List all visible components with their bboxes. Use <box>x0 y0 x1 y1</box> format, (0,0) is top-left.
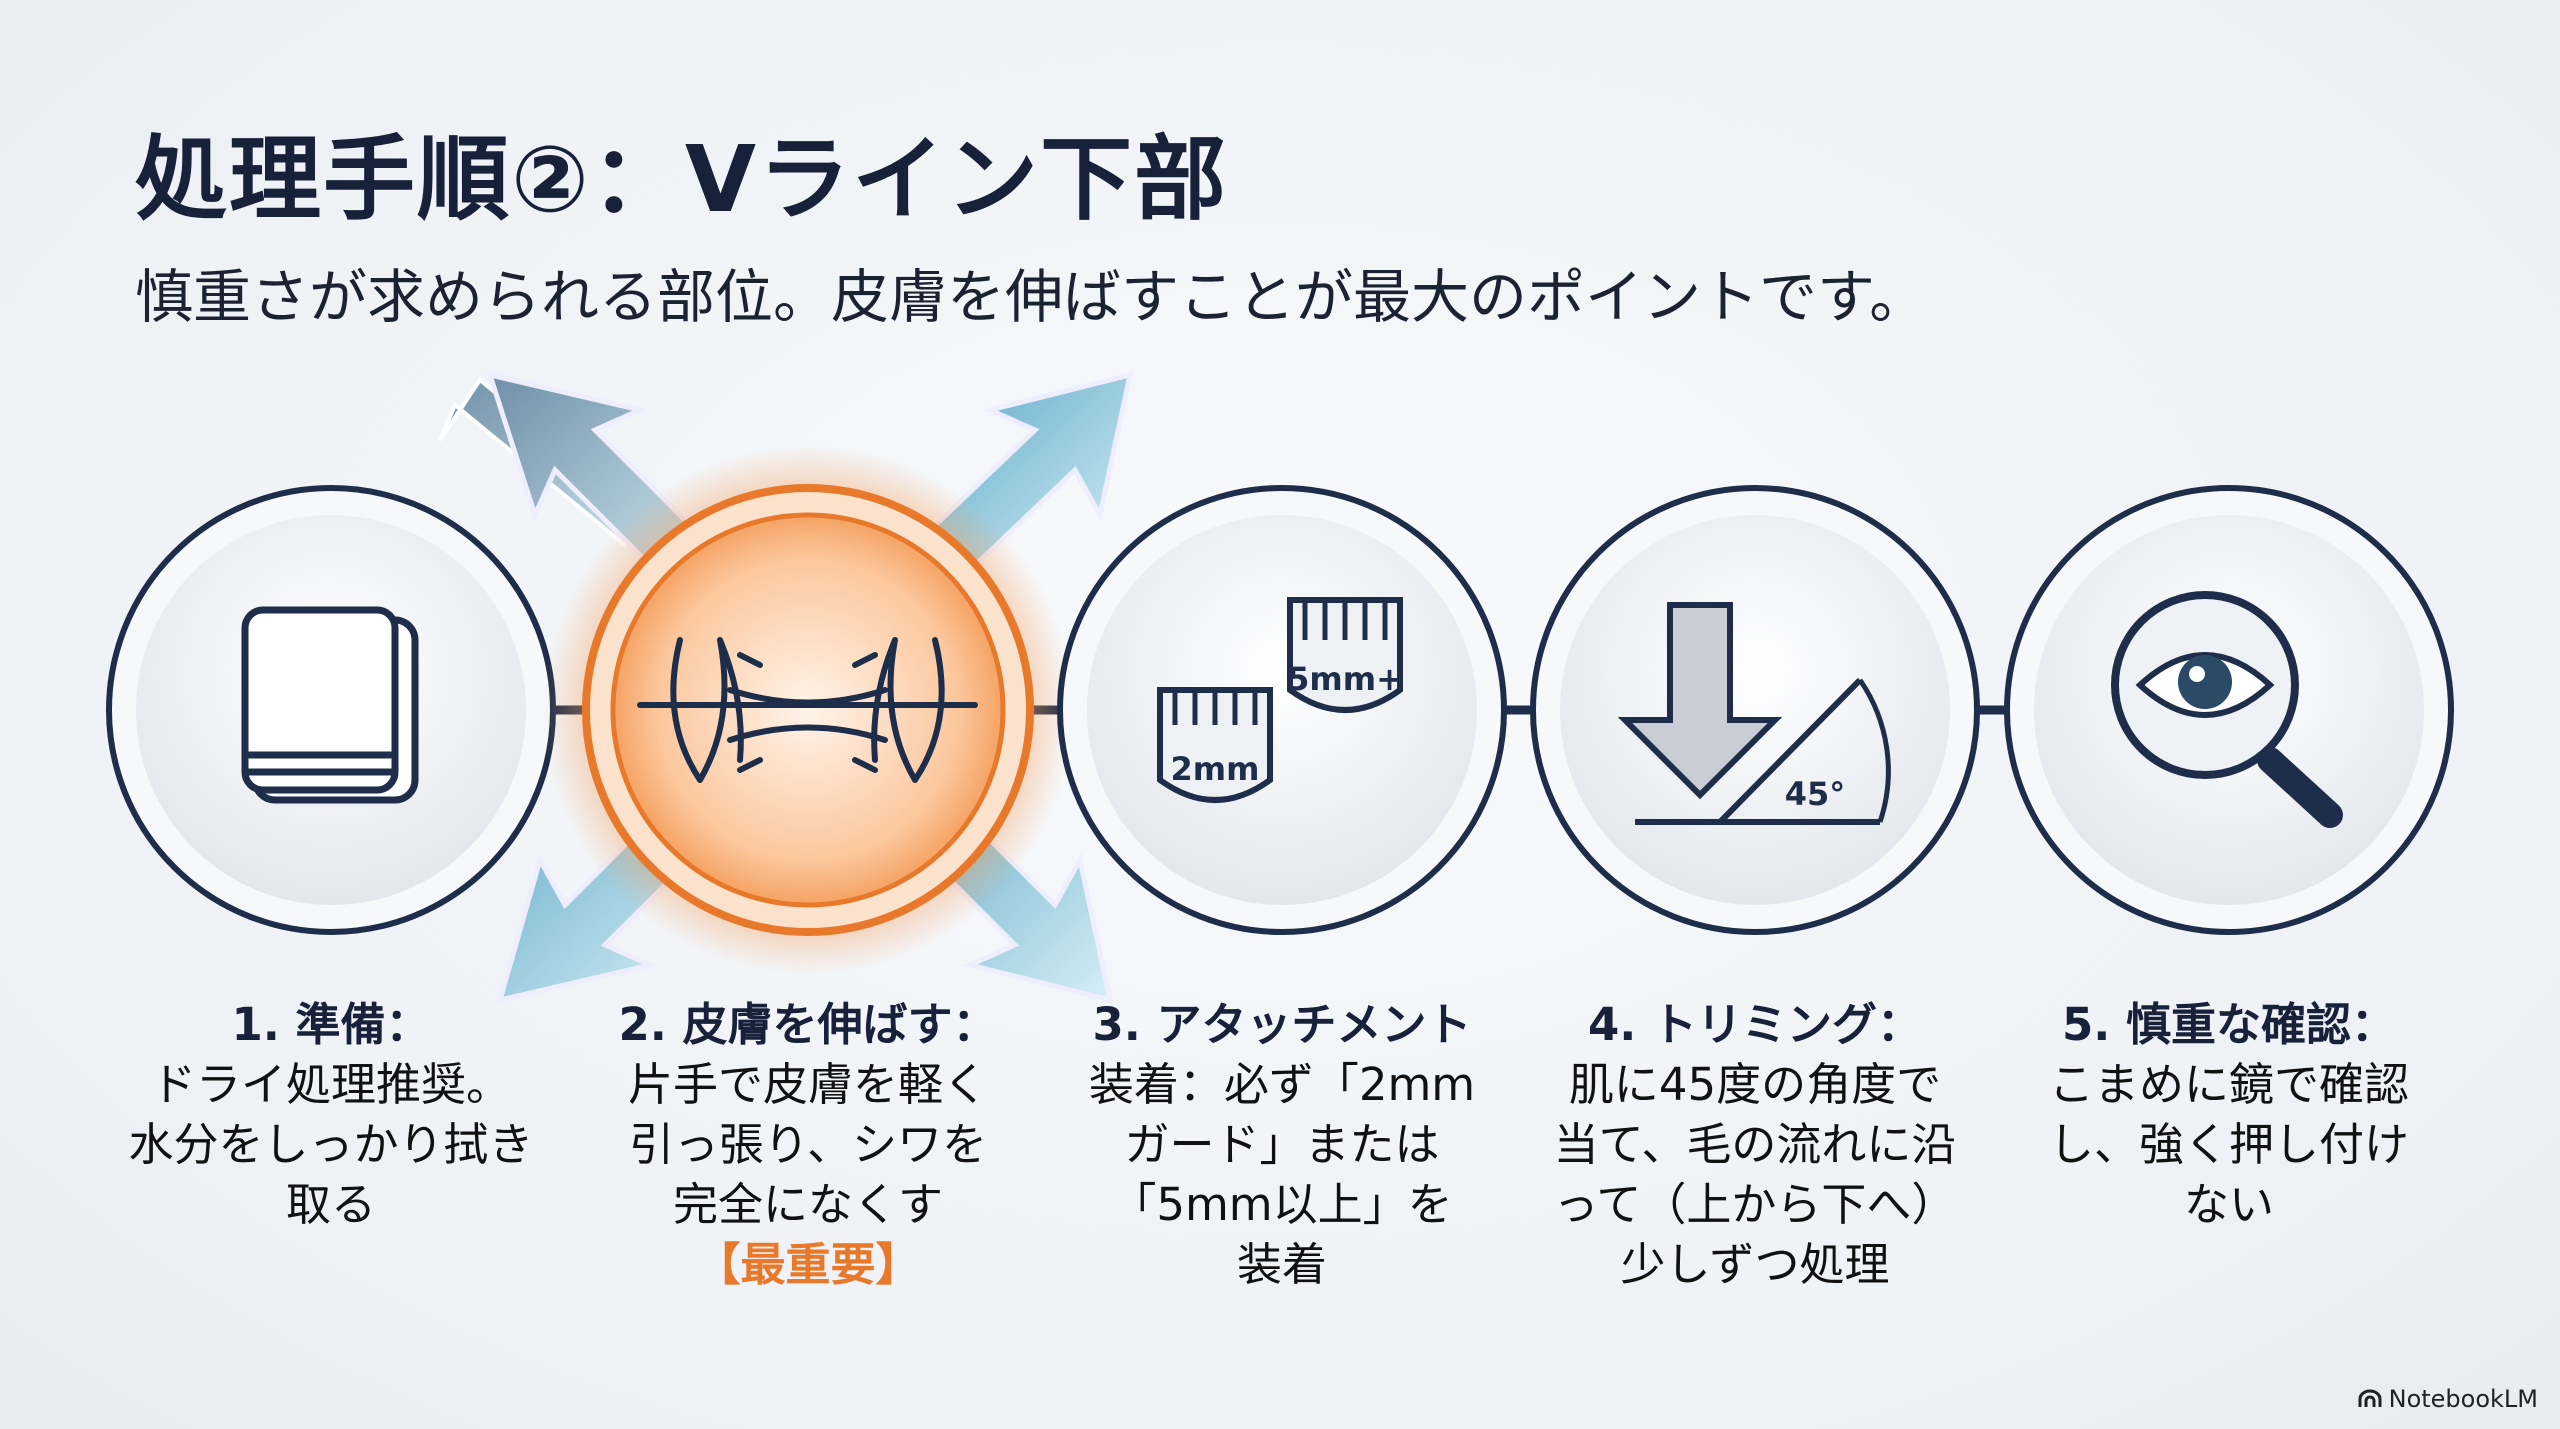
step-text-line: 片手で皮膚を軽く <box>627 1058 988 1111</box>
step-text-line: ドライ処理推奨。 <box>150 1058 511 1111</box>
step-text-line: 装着：必ず「2mm <box>1088 1058 1476 1111</box>
step-circle-3 <box>1057 485 1507 935</box>
step-text-line: 装着 <box>1236 1238 1327 1291</box>
step-circle-2 <box>582 484 1034 936</box>
step-title: 5. 慎重な確認： <box>2061 998 2397 1051</box>
angle-arrow-icon: 45° <box>1617 602 1891 825</box>
step-title: 2. 皮膚を伸ばす： <box>618 998 998 1051</box>
step-text-line: 当て、毛の流れに沿 <box>1553 1118 1957 1171</box>
step-caption-3: 3. アタッチメント 装着：必ず「2mm ガード」または 「5mm以上」を 装着 <box>1062 995 1502 1295</box>
page-subtitle: 慎重さが求められる部位。皮膚を伸ばすことが最大のポイントです。 <box>135 263 1928 331</box>
step-text-line: こまめに鏡で確認 <box>2048 1058 2409 1111</box>
step-circle-4 <box>1530 485 1980 935</box>
step-text-line: 取る <box>285 1178 376 1231</box>
stretching-hands-icon <box>637 637 978 783</box>
notebooklm-watermark: NotebookLM <box>2357 1385 2538 1413</box>
towel-icon <box>241 606 419 804</box>
brand-label: NotebookLM <box>2388 1385 2538 1413</box>
angle-label: 45° <box>1785 775 1846 813</box>
page-title: 処理手順②：Vライン下部 <box>135 126 1229 233</box>
step-text-line: ガード」または <box>1124 1118 1440 1171</box>
step-text-line: 肌に45度の角度で <box>1568 1058 1942 1111</box>
step-caption-2: 2. 皮膚を伸ばす： 片手で皮膚を軽く 引っ張り、シワを 完全になくす 【最重要… <box>588 995 1028 1295</box>
step-text-line: 水分をしっかり拭き <box>128 1118 534 1171</box>
step-title: 3. アタッチメント <box>1092 998 1472 1051</box>
magnifier-eye-icon <box>2111 591 2343 828</box>
step-text-line: 「5mm以上」を <box>1111 1178 1453 1231</box>
step-text-line: し、強く押し付け <box>2048 1118 2409 1171</box>
step-text-line: 引っ張り、シワを <box>628 1118 988 1171</box>
step-text-line: 少しずつ処理 <box>1620 1238 1890 1291</box>
step-text-line: 完全になくす <box>672 1178 943 1231</box>
step-title: 4. トリミング： <box>1587 998 1923 1051</box>
step-title: 1. 準備： <box>231 998 431 1051</box>
guard-5mm-label: 5mm+ <box>1287 660 1403 698</box>
guard-combs-icon: 2mm 5mm+ <box>1157 597 1403 803</box>
step-caption-1: 1. 準備： ドライ処理推奨。 水分をしっかり拭き 取る <box>111 995 551 1235</box>
most-important-badge: 【最重要】 <box>695 1238 921 1291</box>
step-text-line: ない <box>2183 1178 2274 1231</box>
step-text-line: って（上から下へ） <box>1553 1178 1957 1231</box>
step-caption-4: 4. トリミング： 肌に45度の角度で 当て、毛の流れに沿 って（上から下へ） … <box>1535 995 1975 1295</box>
step-caption-5: 5. 慎重な確認： こまめに鏡で確認 し、強く押し付け ない <box>2009 995 2449 1235</box>
notebooklm-logo-icon <box>2358 1389 2382 1407</box>
guard-2mm-label: 2mm <box>1171 750 1260 788</box>
